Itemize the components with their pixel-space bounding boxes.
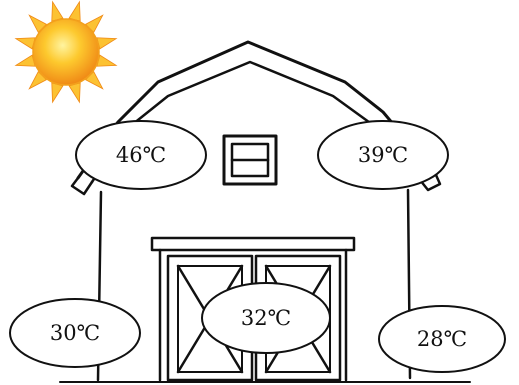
sun-rays xyxy=(14,0,118,104)
temp-label-ground-right: 28℃ xyxy=(417,327,467,351)
sun-icon xyxy=(14,0,118,104)
roof-eave-right xyxy=(418,173,442,192)
sun-ray xyxy=(14,54,36,67)
temp-label-ground-left: 30℃ xyxy=(50,321,100,345)
sun-ray xyxy=(68,82,81,104)
bubble-door-center-shape xyxy=(201,282,331,354)
bubble-roof-right-shape xyxy=(317,120,449,190)
roof-eave-left xyxy=(70,176,94,196)
roof-outer-line xyxy=(76,40,438,180)
sun-ray xyxy=(68,0,81,22)
door-header-beam xyxy=(150,236,356,252)
temp-bubble-ground-right: 28℃ xyxy=(378,305,506,373)
temp-bubble-door-center: 32℃ xyxy=(201,282,331,354)
temp-bubble-roof-right: 39℃ xyxy=(317,120,449,190)
temp-bubble-roof-left: 46℃ xyxy=(75,120,207,190)
sun-disc xyxy=(32,18,100,86)
sun-ray xyxy=(14,37,36,50)
hayloft-window-frame xyxy=(222,134,278,186)
temp-label-door-center: 32℃ xyxy=(241,306,291,330)
temp-bubble-ground-left: 30℃ xyxy=(9,298,141,368)
bubble-ground-right-shape xyxy=(378,305,506,373)
sun-ray xyxy=(51,0,64,22)
temp-label-roof-left: 46℃ xyxy=(116,143,166,167)
door-frame xyxy=(158,248,348,382)
temp-label-roof-right: 39℃ xyxy=(358,143,408,167)
bubble-roof-left-shape xyxy=(75,120,207,190)
sun-ray xyxy=(96,37,118,50)
bubble-ground-left-shape xyxy=(9,298,141,368)
sun-ray xyxy=(96,54,118,67)
sun-ray xyxy=(51,82,64,104)
